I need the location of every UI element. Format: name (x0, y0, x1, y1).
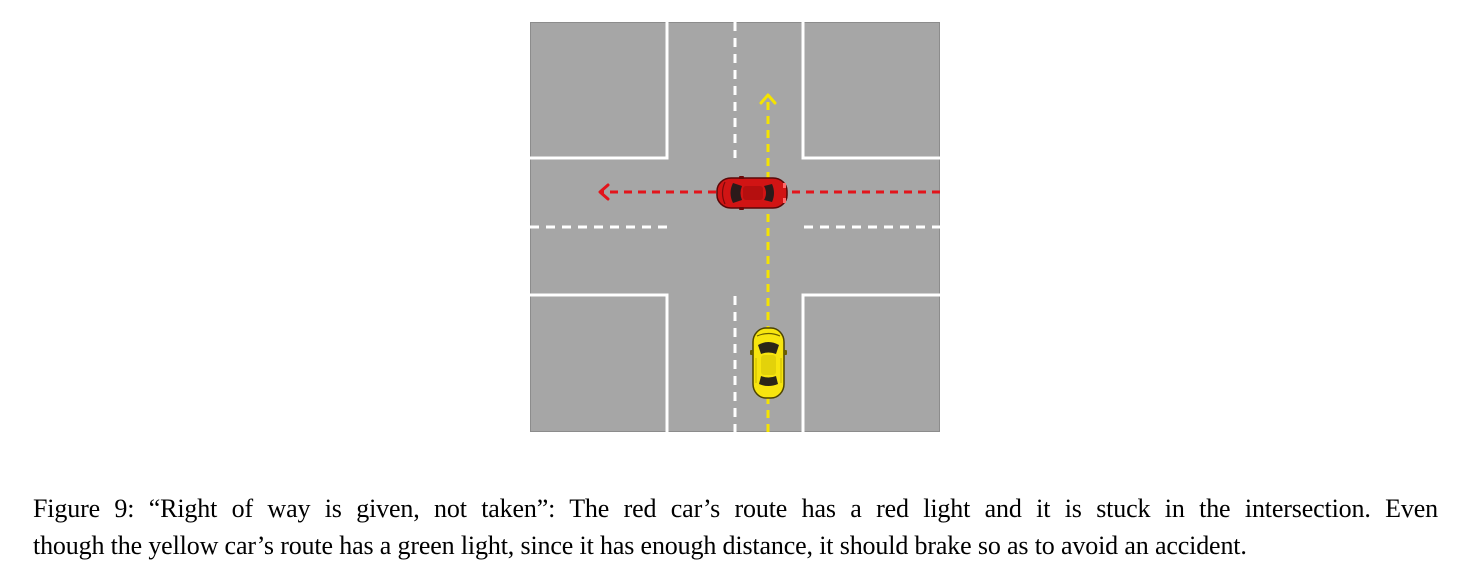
intersection-figure (530, 22, 940, 432)
red-car-icon (716, 176, 788, 210)
yellow-route (759, 93, 777, 432)
curb-top-right (801, 22, 940, 160)
caption-text-1: “Right of way is given, not taken”: The … (148, 494, 1438, 523)
curb-lines (530, 22, 940, 432)
caption-line-2: though the yellow car’s route has a gree… (33, 531, 1247, 560)
figure-label: Figure 9: (33, 494, 135, 523)
intersection-diagram (530, 22, 940, 432)
arrow-up-icon (759, 93, 777, 105)
curb-bottom-right (801, 293, 940, 432)
arrow-left-icon (598, 183, 610, 201)
caption-line-1: Figure 9: “Right of way is given, not ta… (33, 490, 1438, 527)
road-surface (530, 22, 940, 432)
curb-bottom-left (530, 293, 669, 432)
yellow-car-icon (750, 327, 787, 399)
lane-markings (530, 22, 940, 432)
curb-top-left (530, 22, 669, 160)
figure-caption: Figure 9: “Right of way is given, not ta… (33, 490, 1438, 564)
